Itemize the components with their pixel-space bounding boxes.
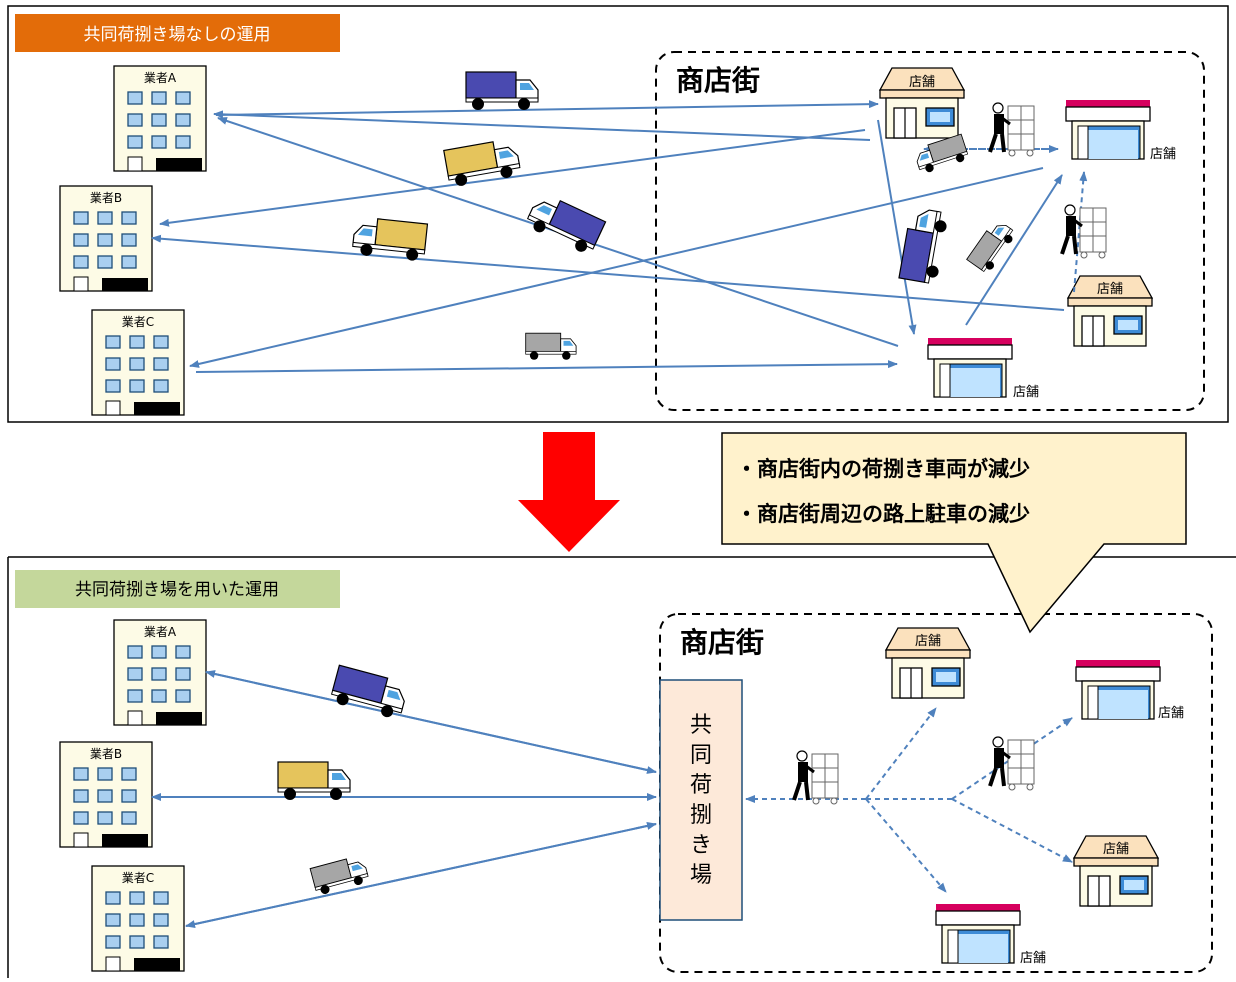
top-store-2-label: 店舗 xyxy=(1150,147,1176,162)
bottom-store-2: 店舗 xyxy=(1075,659,1184,721)
top-vendor-b-building: 業者B xyxy=(59,185,153,292)
bottom-truck-blue xyxy=(328,664,410,722)
bottom-delivery-arrows xyxy=(151,670,657,929)
hub-char-5: き xyxy=(690,833,712,858)
top-vendor-a-building: 業者A xyxy=(113,65,207,172)
bottom-store-2-label: 店舗 xyxy=(1158,706,1184,721)
bottom-store-1-label: 店舗 xyxy=(915,634,941,649)
bottom-vendor-b-label: 業者B xyxy=(90,747,122,761)
hub-char-3: 荷 xyxy=(690,773,712,798)
bottom-truck-gray xyxy=(309,854,371,897)
top-vendor-c-building: 業者C xyxy=(91,309,185,416)
bottom-vendor-c-building: 業者C xyxy=(91,865,185,972)
top-store-2: 店舗 xyxy=(1065,99,1176,162)
top-vendor-a-label: 業者A xyxy=(144,71,177,85)
bottom-panel-label: 共同荷捌き場を用いた運用 xyxy=(75,580,279,600)
top-panel xyxy=(7,5,1229,423)
top-panel-label: 共同荷捌き場なしの運用 xyxy=(84,25,271,45)
bottom-truck-yellow xyxy=(277,761,351,801)
bottom-store-3: 店舗 xyxy=(1073,835,1159,907)
bottom-store-4: 店舗 xyxy=(935,903,1046,966)
top-vendor-c-label: 業者C xyxy=(122,315,154,329)
bottom-worker-1 xyxy=(792,749,840,806)
bottom-district-title: 商店街 xyxy=(680,626,764,659)
top-district-title: 商店街 xyxy=(676,64,760,97)
hub-char-2: 同 xyxy=(690,743,712,768)
top-store-3-label: 店舗 xyxy=(1097,282,1123,297)
top-store-3: 店舗 xyxy=(1067,275,1153,347)
top-store-1-label: 店舗 xyxy=(909,75,935,90)
top-district-boundary xyxy=(655,51,1205,411)
hub-char-4: 捌 xyxy=(690,803,712,828)
top-store-4-label: 店舗 xyxy=(1013,385,1039,400)
top-vendor-b-label: 業者B xyxy=(90,191,122,205)
bottom-store-1: 店舗 xyxy=(885,627,971,699)
bottom-store-3-label: 店舗 xyxy=(1103,842,1129,857)
bottom-vendor-c-label: 業者C xyxy=(122,871,154,885)
hub-char-6: 場 xyxy=(690,863,712,888)
top-panel-label-bg xyxy=(15,14,340,52)
bottom-panel-label-bg xyxy=(15,570,340,608)
bottom-vendor-a-label: 業者A xyxy=(144,625,177,639)
top-store-1: 店舗 xyxy=(879,67,965,139)
bottom-worker-2 xyxy=(988,735,1036,792)
top-store-4: 店舗 xyxy=(927,337,1039,400)
effect-callout xyxy=(721,432,1187,634)
bottom-vendor-b-building: 業者B xyxy=(59,741,153,848)
top-delivery-arrows xyxy=(151,100,1065,373)
transition-down-arrow xyxy=(518,432,620,552)
bottom-store-4-label: 店舗 xyxy=(1020,951,1046,966)
callout-line-2: ・商店街周辺の路上駐車の減少 xyxy=(736,502,1030,526)
shared-loading-hub xyxy=(659,679,743,921)
bottom-vendor-a-building: 業者A xyxy=(113,619,207,726)
callout-line-1: ・商店街内の荷捌き車両が減少 xyxy=(736,457,1030,481)
hub-char-1: 共 xyxy=(690,713,712,738)
